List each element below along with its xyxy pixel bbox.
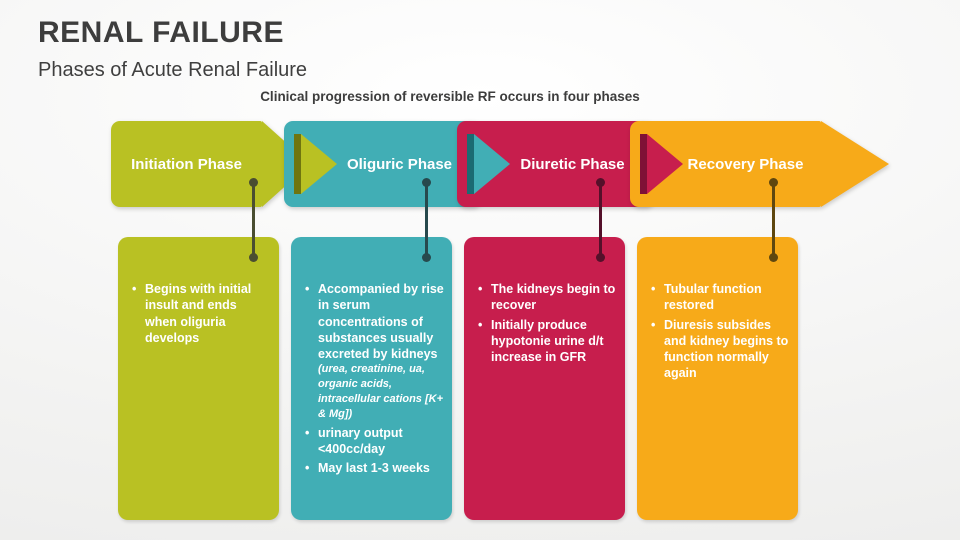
connector-dot: [595, 253, 605, 262]
connector-dot: [595, 178, 605, 187]
connector-dot: [421, 253, 431, 262]
phase-box-initiation: Begins with initial insult and ends when…: [118, 237, 279, 520]
connector-recovery: [768, 178, 778, 262]
bullet-item: urinary output <400cc/day: [305, 425, 444, 458]
connector-line: [598, 182, 602, 258]
bullet-item: Diuresis subsides and kidney begins to f…: [651, 317, 790, 382]
connector-dot: [248, 178, 258, 187]
phase-box-recovery: Tubular function restored Diuresis subsi…: [637, 237, 798, 520]
play-triangle-icon: [467, 134, 510, 194]
bullet-note: (urea, creatinine, ua, organic acids, in…: [318, 363, 444, 420]
connector-dot: [248, 253, 258, 262]
connector-dot: [421, 178, 431, 187]
phase-label-diuretic: Diuretic Phase: [520, 155, 625, 173]
connector-line: [771, 182, 775, 258]
phase-label-initiation: Initiation Phase: [131, 155, 242, 173]
phase-box-diuretic: The kidneys begin to recover Initially p…: [464, 237, 625, 520]
phase-box-oliguric: Accompanied by rise in serum concentrati…: [291, 237, 452, 520]
connector-dot: [768, 178, 778, 187]
phase-label-recovery: Recovery Phase: [687, 155, 804, 173]
connector-oliguric: [421, 178, 431, 262]
phase-label-oliguric: Oliguric Phase: [346, 155, 453, 173]
bullet-item: Accompanied by rise in serum concentrati…: [305, 281, 444, 422]
bullet-item: The kidneys begin to recover: [478, 281, 617, 314]
diagram-caption: Clinical progression of reversible RF oc…: [260, 89, 640, 104]
play-triangle-icon: [640, 134, 683, 194]
bullet-item: Tubular function restored: [651, 281, 790, 314]
page-subtitle: Phases of Acute Renal Failure: [38, 59, 308, 81]
connector-line: [251, 182, 255, 258]
bullet-item: Begins with initial insult and ends when…: [132, 281, 271, 346]
connector-diuretic: [595, 178, 605, 262]
bullet-item: May last 1-3 weeks: [305, 460, 444, 477]
connector-dot: [768, 253, 778, 262]
connector-initiation: [248, 178, 258, 262]
arrow-tip-icon: [821, 121, 889, 207]
play-triangle-icon: [294, 134, 337, 194]
connector-line: [424, 182, 428, 258]
page-title: RENAL FAILURE: [38, 16, 284, 49]
bullet-item: Initially produce hypotonie urine d/t in…: [478, 317, 617, 366]
